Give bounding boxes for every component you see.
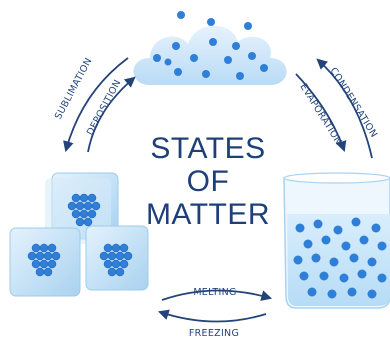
melting-arrow: [161, 289, 273, 301]
solid-ice-cubes: [9, 172, 149, 297]
solid-particles: [27, 193, 133, 277]
freezing-arrow: [157, 309, 267, 323]
title-line-3: MATTER: [146, 198, 270, 231]
title-line-2: OF: [187, 165, 230, 198]
deposition-label: DEPOSITION: [85, 78, 124, 138]
sublimation-label: SUBLIMATION: [53, 56, 95, 121]
liquid-water-beaker: [283, 172, 390, 309]
title-line-1: STATES: [150, 132, 265, 165]
evaporation-arrow: [295, 73, 347, 153]
sublimation-arrow: [63, 57, 129, 153]
liquid-particles: [293, 217, 387, 299]
melting-label: MELTING: [193, 287, 236, 298]
page-title: STATES OF MATTER: [146, 132, 270, 231]
freezing-label: FREEZING: [189, 328, 239, 339]
condensation-arrow: [316, 58, 373, 159]
evaporation-label: EVAPORATION: [297, 82, 343, 147]
gas-particles: [153, 11, 268, 80]
deposition-arrow: [87, 76, 136, 153]
gas-cloud: [133, 11, 287, 85]
